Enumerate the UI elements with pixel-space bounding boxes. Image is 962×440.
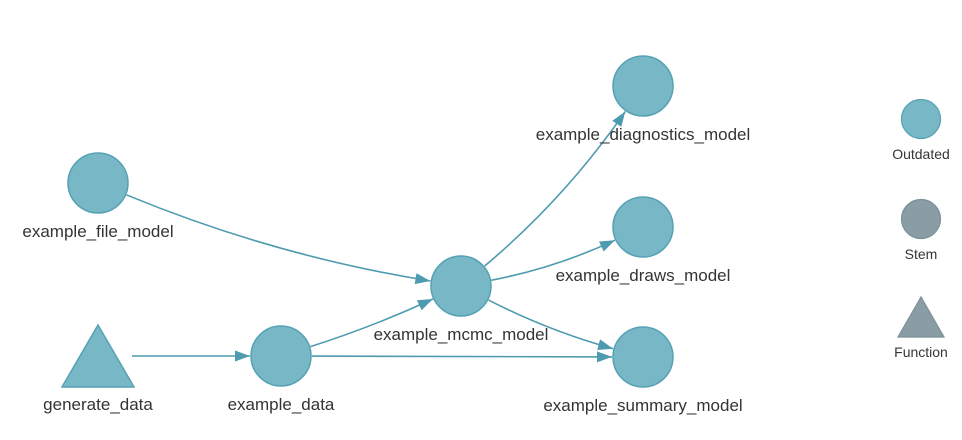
legend-label: Outdated (892, 146, 950, 162)
legend-label: Function (894, 344, 948, 360)
node-label: example_diagnostics_model (536, 125, 751, 144)
edge-example_data-example_mcmc_model (310, 298, 434, 348)
arrowhead-icon (414, 273, 431, 285)
edge-example_mcmc_model-example_summary_model (488, 299, 614, 350)
legend-item-outdated: Outdated (892, 98, 950, 162)
node-example_draws_model[interactable]: example_draws_model (556, 196, 731, 285)
node-label: example_mcmc_model (374, 325, 549, 344)
target-circle-icon (250, 325, 312, 387)
target-circle-icon (612, 55, 674, 117)
arrowhead-icon (416, 299, 433, 311)
target-circle-icon (67, 152, 129, 214)
node-example_mcmc_model[interactable]: example_mcmc_model (374, 255, 549, 344)
legend-label: Stem (905, 246, 938, 262)
legend-circle-icon (900, 198, 942, 240)
legend-triangle-icon (896, 295, 946, 338)
edge-example_file_model-example_mcmc_model (126, 194, 431, 285)
arrowhead-icon (612, 111, 626, 127)
edge-generate_data-example_data (132, 350, 250, 362)
node-example_summary_model[interactable]: example_summary_model (543, 326, 743, 415)
target-circle-icon (430, 255, 492, 317)
target-circle-icon (612, 196, 674, 258)
legend-item-stem: Stem (900, 198, 942, 262)
node-label: example_draws_model (556, 266, 731, 285)
edge-line (126, 194, 431, 282)
node-generate_data[interactable]: generate_data (43, 323, 153, 414)
arrowhead-icon (597, 351, 612, 363)
node-example_file_model[interactable]: example_file_model (22, 152, 174, 241)
edge-example_mcmc_model-example_draws_model (491, 239, 616, 281)
target-circle-icon (612, 326, 674, 388)
edge-example_mcmc_model-example_diagnostics_model (484, 111, 626, 267)
node-label: example_data (228, 395, 335, 414)
node-example_data[interactable]: example_data (228, 325, 335, 414)
arrowhead-icon (599, 240, 615, 252)
node-example_diagnostics_model[interactable]: example_diagnostics_model (536, 55, 751, 144)
legend-item-function: Function (894, 295, 948, 360)
edge-line (484, 111, 626, 267)
node-label: example_summary_model (543, 396, 742, 415)
node-layer: example_file_model generate_data example_d… (22, 55, 751, 415)
edge-layer (126, 111, 626, 363)
legend-circle-icon (900, 98, 942, 140)
arrowhead-icon (235, 350, 250, 362)
node-label: example_file_model (22, 222, 173, 241)
node-label: generate_data (43, 395, 153, 414)
edge-line (311, 355, 613, 358)
arrowhead-icon (597, 339, 614, 350)
edge-example_data-example_summary_model (311, 351, 613, 363)
function-triangle-icon (60, 323, 136, 388)
